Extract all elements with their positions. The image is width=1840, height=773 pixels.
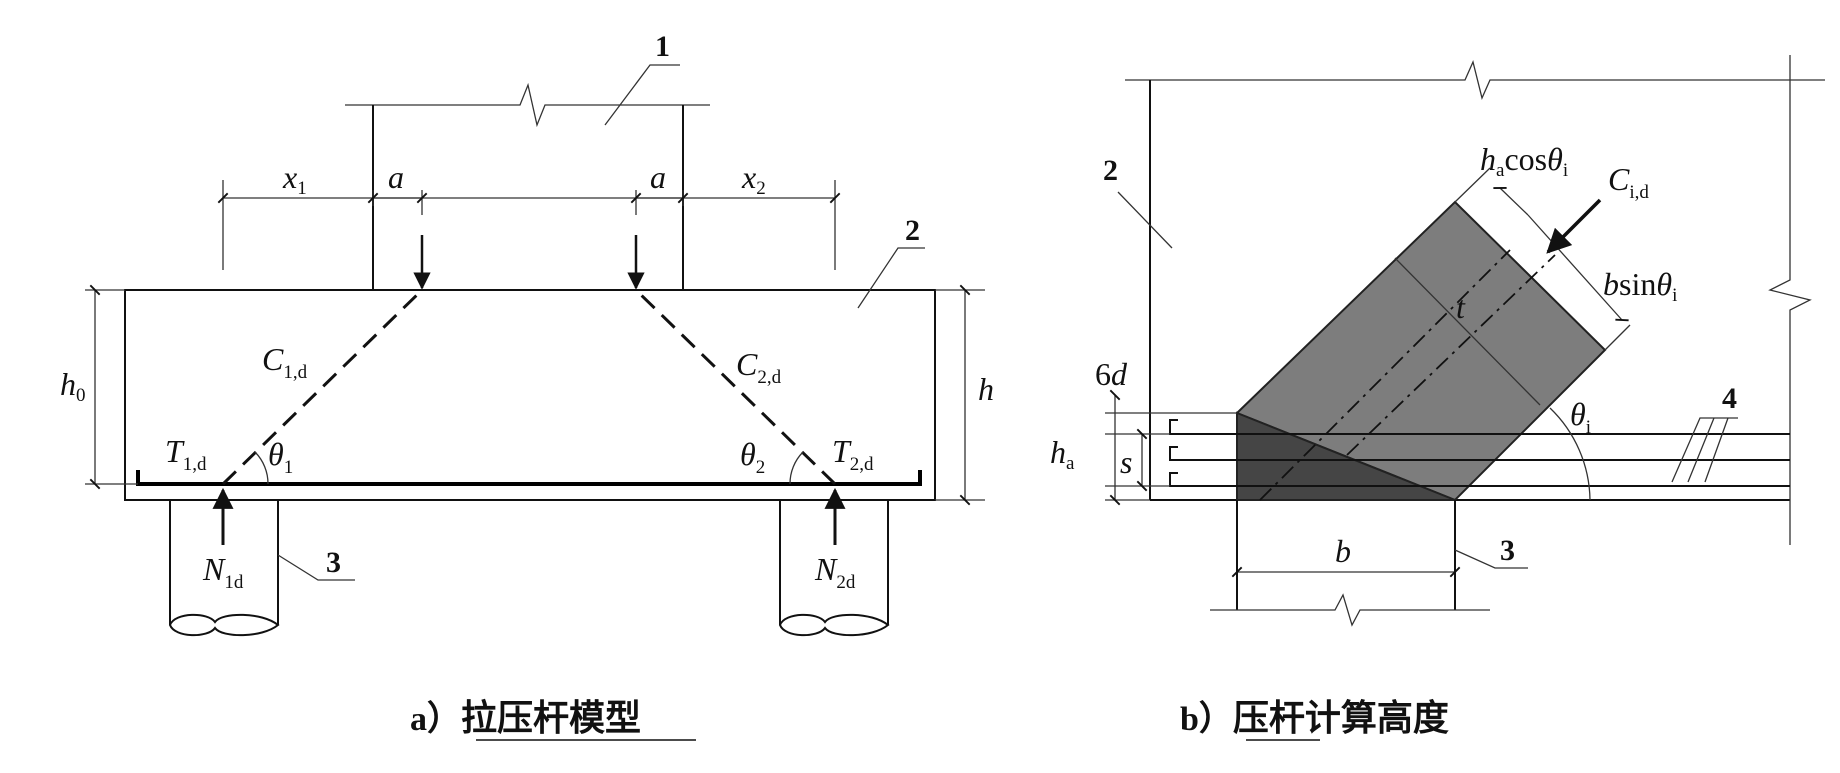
callout-3-label: 3 xyxy=(326,546,341,579)
label-n1: N1d xyxy=(202,551,244,593)
dim-h-lines xyxy=(935,284,985,506)
dim-h0: h0 xyxy=(60,366,86,406)
column-break-line xyxy=(345,82,710,128)
strut-c1 xyxy=(221,288,424,486)
dim-left-lines xyxy=(1105,389,1237,506)
label-s: s xyxy=(1120,444,1132,480)
callout-1-leader xyxy=(604,64,680,126)
dim-h: h xyxy=(978,371,994,407)
top-dimension xyxy=(217,180,841,270)
label-bsin: bsinθi xyxy=(1603,266,1677,306)
caption-a: a）拉压杆模型 xyxy=(410,698,641,739)
angle-arc-theta2 xyxy=(789,451,804,485)
label-thetai: θi xyxy=(1570,396,1591,438)
label-ha: ha xyxy=(1050,434,1075,474)
caption-b: b）压杆计算高度 xyxy=(1180,698,1449,739)
strut-centerline-2 xyxy=(1346,254,1556,456)
strut-c2 xyxy=(634,288,837,486)
label-b: b xyxy=(1335,533,1351,569)
label-t2: T2,d xyxy=(832,433,874,475)
figure-a-strut-tie-model: 1 2 3 xyxy=(60,30,994,741)
dim-x1: x1 xyxy=(282,159,307,199)
label-theta1: θ1 xyxy=(268,436,293,478)
callout-3-leader xyxy=(277,554,355,581)
label-theta2: θ2 xyxy=(740,436,765,478)
callout-3b-label: 3 xyxy=(1500,534,1515,567)
pile-right xyxy=(778,500,890,637)
strut-centerline-1 xyxy=(1259,249,1511,501)
callout-4-label: 4 xyxy=(1722,382,1737,415)
label-n2: N2d xyxy=(814,551,856,593)
cap-right-break-line xyxy=(1768,55,1812,545)
tie-rebar xyxy=(136,470,922,486)
rebar-layers xyxy=(1169,419,1790,487)
pile-left xyxy=(168,500,280,637)
label-c1: C1,d xyxy=(262,341,308,383)
label-t: t xyxy=(1456,289,1466,325)
label-ci: Ci,d xyxy=(1608,161,1649,203)
label-t1: T1,d xyxy=(165,433,207,475)
cap-top-break-line xyxy=(1125,60,1825,100)
angle-arc-thetai xyxy=(1549,407,1591,501)
label-ha-cos: hacosθi xyxy=(1480,141,1568,181)
dim-t-line xyxy=(1394,257,1541,406)
label-c2: C2,d xyxy=(736,346,782,388)
dim-a-left: a xyxy=(388,159,404,195)
pile-b-bottom-break xyxy=(1210,593,1490,627)
dim-strut-width-lines xyxy=(1454,167,1631,351)
label-6d: 6d xyxy=(1095,356,1128,392)
callout-2-leader xyxy=(857,247,925,309)
callout-4-leader xyxy=(1671,417,1738,483)
callout-2b-leader xyxy=(1117,191,1173,249)
dim-h0-lines xyxy=(85,284,138,490)
force-arrow-ci xyxy=(1546,198,1602,254)
callout-3b-leader xyxy=(1454,549,1528,569)
callout-2b-label: 2 xyxy=(1103,154,1118,187)
angle-arc-theta1 xyxy=(254,451,269,485)
callout-1-label: 1 xyxy=(655,30,670,63)
dim-a-right: a xyxy=(650,159,666,195)
callout-2-label: 2 xyxy=(905,214,920,247)
figure-b-strut-height: 2 4 3 b xyxy=(1050,55,1825,741)
dim-x2: x2 xyxy=(741,159,766,199)
pile-cap-outline xyxy=(124,289,936,501)
